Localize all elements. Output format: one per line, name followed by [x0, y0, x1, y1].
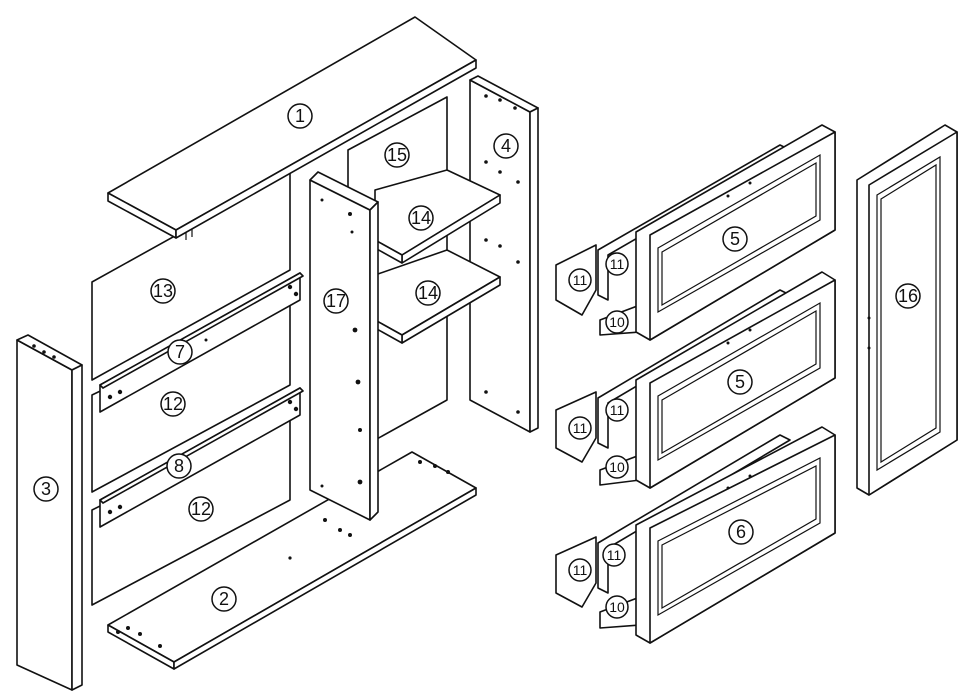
svg-text:1: 1	[295, 106, 305, 126]
label-17: 17	[323, 288, 349, 314]
label-6: 6	[728, 519, 754, 545]
svg-text:14: 14	[418, 283, 438, 303]
svg-text:10: 10	[609, 599, 625, 615]
svg-text:11: 11	[573, 272, 588, 288]
svg-text:13: 13	[153, 281, 173, 301]
label-3: 3	[33, 476, 59, 502]
svg-text:2: 2	[219, 589, 229, 609]
divider-17	[309, 171, 379, 521]
bottom-panel-2	[107, 451, 477, 670]
label-10-middle: 10	[605, 455, 629, 479]
label-7: 7	[167, 339, 193, 365]
svg-text:7: 7	[175, 342, 185, 362]
svg-text:11: 11	[573, 420, 588, 436]
svg-text:5: 5	[730, 229, 740, 249]
svg-text:17: 17	[326, 291, 346, 311]
label-13: 13	[150, 278, 176, 304]
svg-text:14: 14	[411, 208, 431, 228]
side-panel-3	[16, 334, 83, 691]
svg-text:11: 11	[610, 402, 625, 418]
svg-text:3: 3	[41, 479, 51, 499]
label-16: 16	[895, 283, 921, 309]
label-2: 2	[211, 586, 237, 612]
label-4: 4	[493, 133, 519, 159]
svg-text:11: 11	[610, 256, 625, 272]
svg-text:11: 11	[573, 562, 588, 578]
label-5-upper: 5	[722, 226, 748, 252]
label-11-upper-right: 11	[605, 252, 629, 276]
side-panel-4	[469, 75, 539, 433]
label-12-upper: 12	[160, 391, 186, 417]
label-14-lower: 14	[415, 280, 441, 306]
label-15: 15	[384, 142, 410, 168]
rail-8	[99, 387, 304, 528]
label-11-lower-left: 11	[568, 558, 592, 582]
svg-text:8: 8	[174, 456, 184, 476]
svg-text:4: 4	[501, 136, 511, 156]
label-8: 8	[166, 453, 192, 479]
svg-text:16: 16	[898, 286, 918, 306]
svg-text:12: 12	[191, 499, 211, 519]
label-14-upper: 14	[408, 205, 434, 231]
label-11-upper-left: 11	[568, 268, 592, 292]
label-10-lower: 10	[605, 595, 629, 619]
label-12-lower: 12	[188, 496, 214, 522]
svg-text:10: 10	[609, 314, 625, 330]
svg-text:11: 11	[607, 547, 622, 563]
door-16	[856, 124, 958, 496]
label-5-middle: 5	[727, 369, 753, 395]
svg-text:12: 12	[163, 394, 183, 414]
svg-text:6: 6	[736, 522, 746, 542]
svg-text:5: 5	[735, 372, 745, 392]
label-1: 1	[287, 103, 313, 129]
svg-text:10: 10	[609, 459, 625, 475]
label-11-lower-right: 11	[602, 543, 626, 567]
svg-text:15: 15	[387, 145, 407, 165]
rail-7	[99, 272, 304, 413]
label-11-middle-right: 11	[605, 398, 629, 422]
label-10-upper: 10	[605, 310, 629, 334]
label-11-middle-left: 11	[568, 416, 592, 440]
